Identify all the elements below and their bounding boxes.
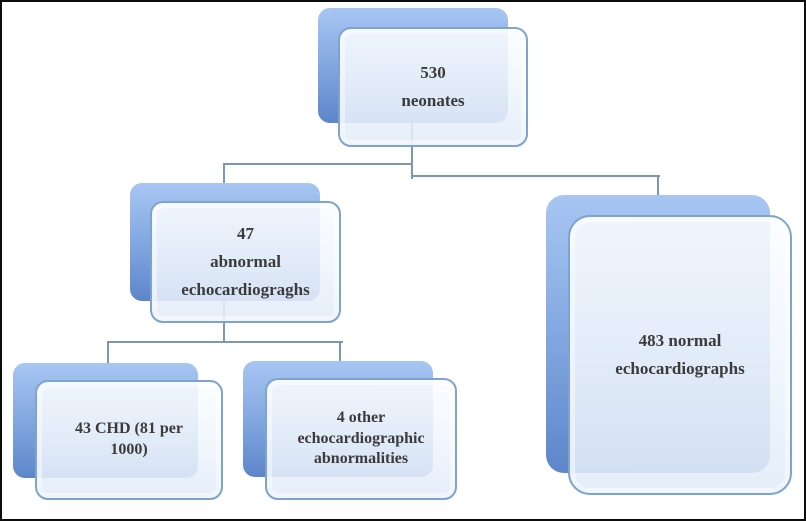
- connector-abnormal-chd-drop: [107, 341, 109, 373]
- connector-neonates-abnormal-horizontal: [223, 163, 413, 165]
- node-normal-echos-label: 483 normal echocardiographs: [615, 330, 745, 378]
- node-chd-label: 43 CHD (81 per 1000): [75, 420, 183, 458]
- node-other-abnormalities-label: 4 other echocardiographic abnormalities: [297, 408, 425, 468]
- node-abnormal-echos-label: 47 abnormal echocardiograghs: [181, 223, 310, 300]
- node-chd: 43 CHD (81 per 1000): [35, 380, 223, 500]
- node-abnormal-echos: 47 abnormal echocardiograghs: [150, 201, 341, 323]
- connector-abnormal-other-drop: [339, 341, 341, 372]
- node-neonates: 530 neonates: [338, 27, 528, 147]
- connector-neonates-abnormal-drop: [223, 163, 225, 195]
- connector-neonates-normal-horizontal: [411, 175, 660, 177]
- connector-abnormal-children-horizontal: [107, 341, 343, 343]
- node-other-abnormalities: 4 other echocardiographic abnormalities: [265, 378, 457, 500]
- node-normal-echos: 483 normal echocardiographs: [568, 215, 792, 495]
- connector-neonates-normal-drop: [657, 175, 659, 211]
- node-neonates-label: 530 neonates: [401, 62, 465, 110]
- connector-neonates-stem: [411, 123, 413, 179]
